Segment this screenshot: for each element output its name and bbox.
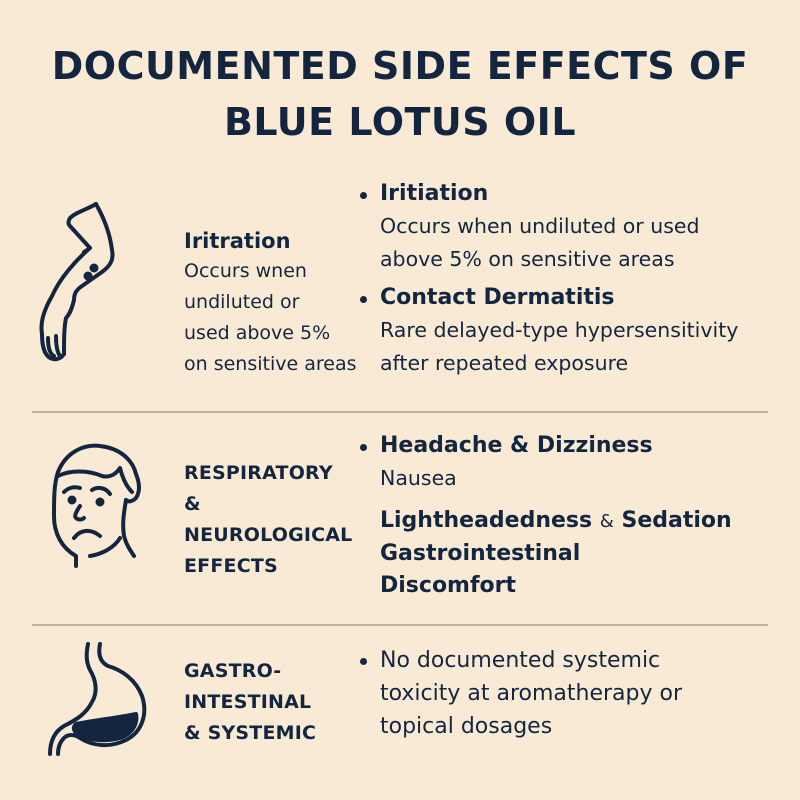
item-detail: Rare delayed-type hypersensitivity	[380, 318, 739, 342]
bullet-dot	[360, 444, 367, 451]
stomach-icon	[46, 640, 156, 760]
category-line: NEUROLOGICAL	[184, 524, 353, 546]
item-heading-part: Lightheadedness	[380, 508, 593, 533]
category-line: EFFECTS	[184, 555, 278, 577]
list-item-irritation: Iritiation Occurs when undiluted or used…	[358, 178, 738, 276]
item-detail: Gastrointestinal	[380, 541, 581, 566]
section-divider	[32, 411, 768, 413]
title-line-2: BLUE LOTUS OIL	[223, 100, 577, 144]
category-line: RESPIRATORY	[184, 462, 333, 484]
irritation-summary-line: undiluted or	[184, 291, 300, 313]
list-item-lightheadedness-sedation: Lightheadedness & Sedation Gastrointesti…	[358, 505, 732, 602]
skin-effects-list: Iritiation Occurs when undiluted or used…	[358, 178, 738, 380]
title-line-1: DOCUMENTED SIDE EFFECTS OF	[51, 44, 749, 88]
item-heading-part: Sedation	[621, 508, 732, 533]
page-title: DOCUMENTED SIDE EFFECTS OF BLUE LOTUS OI…	[0, 38, 800, 150]
category-line: & SYSTEMIC	[184, 722, 317, 744]
irritation-summary-line: used above 5%	[184, 322, 331, 344]
bullet-dot	[360, 192, 367, 199]
item-heading: Iritiation	[380, 181, 489, 206]
item-heading-amp: &	[599, 511, 614, 532]
category-line: &	[184, 493, 201, 515]
item-heading: Lightheadedness & Sedation	[380, 505, 732, 538]
systemic-effects-list: No documented systemic toxicity at aroma…	[358, 644, 682, 743]
irritation-summary-line: Occurs wnen	[184, 260, 307, 282]
bullet-dot	[360, 296, 367, 303]
bullet-dot	[360, 658, 367, 665]
section-divider	[32, 624, 768, 626]
item-detail: Discomfort	[380, 573, 517, 598]
category-gastrointestinal-systemic: GASTRO- INTESTINAL & SYSTEMIC	[184, 656, 316, 749]
irritation-summary-line: on sensitive areas	[184, 353, 357, 375]
neurological-effects-list: Headache & Dizziness Nausea Lightheadedn…	[358, 430, 732, 602]
item-heading: Headache & Dizziness	[380, 433, 653, 458]
list-item-contact-dermatitis: Contact Dermatitis Rare delayed-type hyp…	[358, 282, 738, 380]
item-detail: after repeated exposure	[380, 351, 629, 375]
list-item-headache-dizziness: Headache & Dizziness Nausea	[358, 430, 732, 495]
irritation-summary: Iritration Occurs wnen undiluted or used…	[184, 226, 356, 380]
item-detail: topical dosages	[380, 714, 553, 739]
item-detail: No documented systemic	[380, 648, 661, 673]
arm-rash-icon	[30, 198, 130, 368]
sad-face-icon	[48, 440, 148, 580]
item-detail: toxicity at aromatherapy or	[380, 681, 683, 706]
item-detail: Nausea	[380, 466, 457, 490]
list-item-no-systemic-toxicity: No documented systemic toxicity at aroma…	[358, 644, 682, 743]
item-detail: Occurs when undiluted or used	[380, 214, 700, 238]
category-line: GASTRO-	[184, 660, 282, 682]
category-respiratory-neurological: RESPIRATORY & NEUROLOGICAL EFFECTS	[184, 458, 353, 582]
category-line: INTESTINAL	[184, 691, 312, 713]
item-detail: above 5% on sensitive areas	[380, 247, 675, 271]
irritation-summary-heading: Iritration	[184, 229, 291, 253]
item-heading: Contact Dermatitis	[380, 285, 615, 310]
